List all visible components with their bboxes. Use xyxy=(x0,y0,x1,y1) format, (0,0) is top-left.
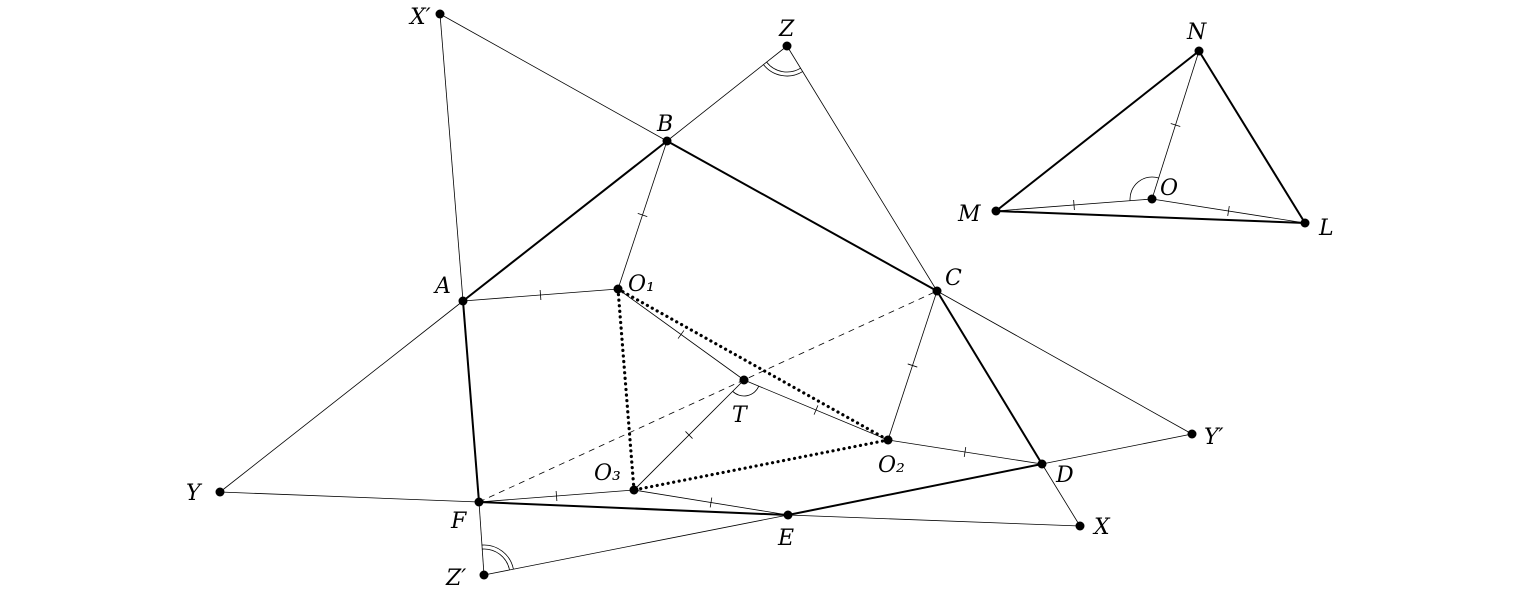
point-D xyxy=(1037,459,1047,469)
angle-arc-O xyxy=(1129,176,1159,201)
tick-mark xyxy=(555,490,558,502)
label-O3: O₃ xyxy=(594,461,621,486)
point-M xyxy=(991,206,1001,216)
angle-arc-Z xyxy=(766,61,801,73)
point-F xyxy=(474,497,484,507)
point-N xyxy=(1194,46,1204,56)
segment-A-Y xyxy=(219,300,464,493)
dashed-segment-F-C xyxy=(478,290,938,503)
dotted-segment-O2-O3 xyxy=(632,438,890,492)
point-O3 xyxy=(629,485,639,495)
point-Zp xyxy=(479,570,489,580)
segment-M-N xyxy=(995,50,1200,212)
label-C: C xyxy=(945,266,962,291)
segment-Z-C xyxy=(786,45,938,292)
segment-B-C xyxy=(666,140,938,292)
label-O: O xyxy=(1160,176,1178,201)
segment-A-B xyxy=(462,140,668,302)
point-B xyxy=(662,136,672,146)
point-T xyxy=(739,375,749,385)
label-X: X xyxy=(1092,515,1111,540)
label-F: F xyxy=(450,509,467,534)
label-Y: Y xyxy=(186,481,203,506)
segment-D-E xyxy=(787,463,1043,516)
point-O2 xyxy=(883,435,893,445)
segment-E-F xyxy=(478,501,789,516)
marks xyxy=(481,61,1230,571)
dotted-segment-O3-O1 xyxy=(616,287,636,492)
tick-mark xyxy=(813,405,819,415)
segment-Z-B xyxy=(666,45,788,142)
segment-F-A xyxy=(462,300,480,503)
tick-mark xyxy=(1170,123,1181,127)
label-T: T xyxy=(732,403,749,428)
label-D: D xyxy=(1055,463,1074,488)
tick-mark xyxy=(1073,199,1075,211)
tick-mark xyxy=(907,363,918,368)
labels: X′ Z B A O₁ C T O₂ D Y′ Y F O₃ E X Z′ N O M L xyxy=(186,5,1334,591)
point-C xyxy=(932,286,942,296)
segment-Xp-A xyxy=(439,13,464,302)
segment-Xp-B xyxy=(439,13,668,142)
point-E xyxy=(783,510,793,520)
tick-mark xyxy=(637,213,648,217)
label-A: A xyxy=(433,274,451,299)
label-L: L xyxy=(1318,216,1334,241)
tick-mark xyxy=(685,431,693,439)
segment-E-X xyxy=(787,514,1081,527)
point-O1 xyxy=(613,284,623,294)
label-O1: O₁ xyxy=(628,272,655,297)
segment-D-Yp xyxy=(1041,433,1193,465)
tick-mark xyxy=(963,446,967,458)
lines xyxy=(219,13,1306,576)
segment-C-D xyxy=(936,290,1043,465)
point-Y xyxy=(215,487,225,497)
point-Z xyxy=(782,41,792,51)
segment-Zp-E xyxy=(483,514,789,576)
label-N: N xyxy=(1186,20,1207,45)
tick-mark xyxy=(677,330,685,339)
dotted-segment-O1-O2 xyxy=(616,287,890,442)
tick-mark xyxy=(1227,205,1230,217)
tick-mark xyxy=(539,289,542,301)
tick-mark xyxy=(709,497,713,508)
point-X xyxy=(1075,521,1085,531)
angle-arc-T xyxy=(732,385,760,397)
segment-D-X xyxy=(1041,463,1081,527)
segment-F-Zp xyxy=(478,501,485,576)
point-L xyxy=(1300,218,1310,228)
angle-arc-Zp xyxy=(482,548,510,571)
label-Zp: Z′ xyxy=(445,566,466,591)
segment-C-Yp xyxy=(936,290,1193,435)
point-Xp xyxy=(435,9,445,19)
label-Xp: X′ xyxy=(408,5,431,30)
angle-arc-Z xyxy=(763,64,803,77)
label-O2: O₂ xyxy=(878,453,905,478)
label-Yp: Y′ xyxy=(1204,425,1224,450)
point-Yp xyxy=(1187,429,1197,439)
point-O xyxy=(1147,194,1157,204)
label-Z: Z xyxy=(778,17,795,42)
angle-arc-Zp xyxy=(481,544,514,570)
label-B: B xyxy=(656,112,673,137)
label-M: M xyxy=(957,202,981,227)
points xyxy=(215,9,1310,580)
segment-L-M xyxy=(995,210,1306,224)
point-A xyxy=(458,296,468,306)
segment-Y-F xyxy=(219,491,480,503)
label-E: E xyxy=(777,526,794,551)
segment-N-L xyxy=(1198,50,1306,224)
